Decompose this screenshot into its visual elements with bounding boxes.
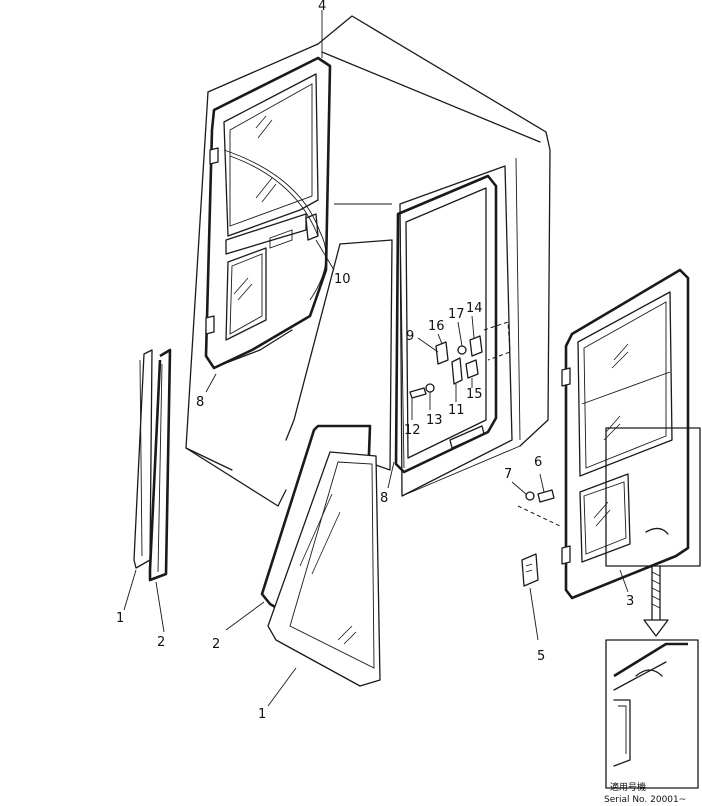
callout-14: 14: [466, 301, 483, 316]
callout-1: 1: [116, 611, 124, 626]
callout-5: 5: [537, 649, 545, 664]
callout-7: 7: [504, 467, 512, 482]
side-strips: [123, 348, 172, 633]
callout-9: 9: [406, 329, 414, 344]
serial-number: Serial No. 20001~: [604, 795, 686, 805]
callout-10: 10: [334, 272, 351, 287]
cab-body: [185, 15, 551, 507]
leader-10: [315, 239, 335, 271]
door-assembly: [561, 268, 701, 600]
applicable-label: 適用号機: [610, 781, 646, 793]
callout-4: 4: [318, 0, 326, 14]
callout-8: 8: [380, 491, 388, 506]
callout-3: 3: [626, 594, 634, 609]
callout-16: 16: [428, 319, 445, 334]
hardware-parts: [409, 315, 483, 420]
callout-8: 8: [196, 395, 204, 410]
triangular-glass: [225, 424, 381, 707]
callout-6: 6: [534, 455, 542, 470]
callout-1: 1: [258, 707, 266, 722]
rear-side-window: [394, 174, 511, 474]
callout-11: 11: [448, 403, 465, 418]
detail-arrow: [643, 565, 669, 637]
front-window-frame: [204, 56, 332, 370]
callout-labels: 4 10 8 8 9 16 17 14 15 11 12 13 7 6 3 5 …: [116, 0, 634, 722]
leader-8b: [387, 461, 395, 489]
callout-2: 2: [157, 635, 165, 650]
callout-13: 13: [426, 413, 443, 428]
callout-17: 17: [448, 307, 465, 322]
callout-12: 12: [404, 423, 421, 438]
leader-8a: [205, 373, 217, 393]
door-hardware: [511, 473, 629, 641]
detail-inset: [605, 639, 699, 789]
callout-15: 15: [466, 387, 483, 402]
callout-2: 2: [212, 637, 220, 652]
